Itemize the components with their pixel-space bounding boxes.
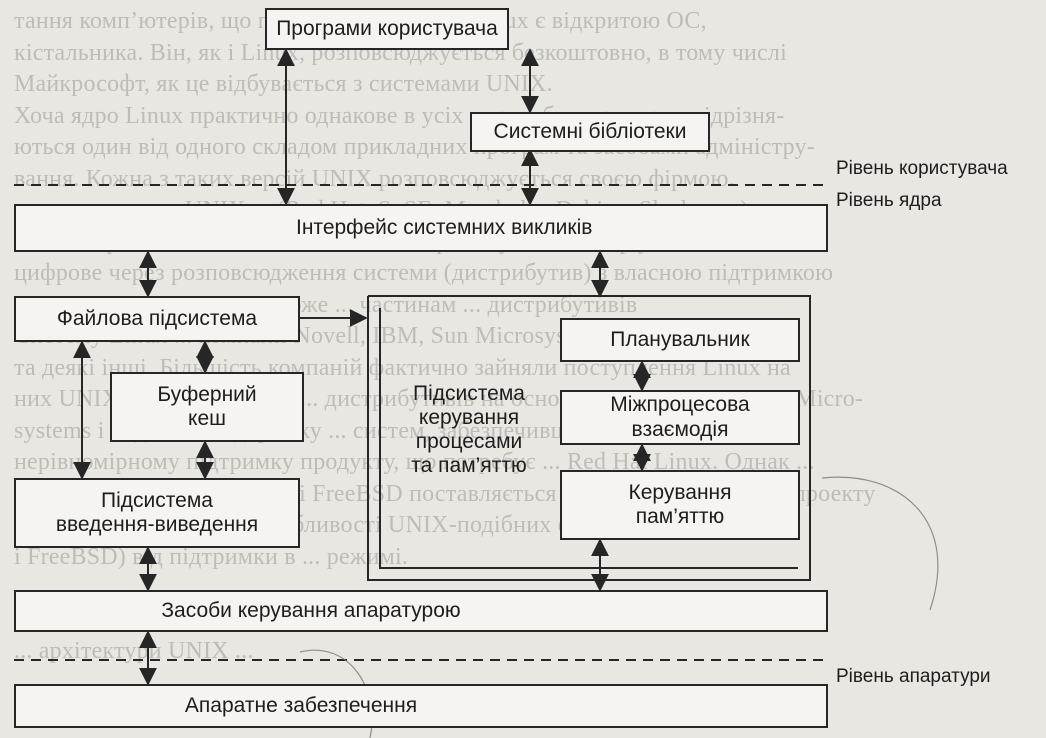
io-subsystem-label-2: введення-виведення	[55, 513, 259, 536]
memory-management-label-1: Керування	[628, 480, 732, 504]
level-user-label: Рівень користувача	[830, 158, 1046, 180]
process-memory-subsystem-label: Підсистема керування процесами та пам’ят…	[384, 382, 554, 479]
file-subsystem-box: Файлова підсистема	[14, 296, 300, 342]
level-hardware-label: Рівень апаратури	[830, 666, 1046, 688]
ipc-box: Міжпроцесова взаємодія	[560, 390, 800, 445]
process-memory-label-4: та пам’яттю	[411, 454, 527, 478]
process-memory-label-3: процесами	[415, 430, 523, 454]
system-libraries-label: Системні бібліотеки	[493, 119, 687, 143]
hardware-control-box: Засоби керування апаратурою	[14, 590, 828, 632]
io-subsystem-label-1: Підсистема	[101, 488, 213, 512]
syscall-interface-box: Інтерфейс системних викликів	[14, 204, 828, 252]
hardware-control-label: Засоби керування апаратурою	[161, 598, 461, 622]
ipc-label-1: Міжпроцесова	[610, 393, 750, 417]
scheduler-box: Планувальник	[560, 318, 800, 362]
process-subsystem-outline	[367, 295, 811, 581]
file-subsystem-label: Файлова підсистема	[56, 306, 258, 330]
buffer-cache-label-1: Буферний	[157, 382, 257, 406]
level-kernel-label: Рівень ядра	[830, 190, 1046, 212]
hardware-label: Апаратне забезпечення	[184, 693, 418, 717]
process-subsystem-inner-outline	[379, 308, 798, 569]
user-programs-box: Програми користувача	[265, 8, 509, 50]
syscall-interface-label: Інтерфейс системних викликів	[296, 215, 593, 239]
scheduler-label: Планувальник	[610, 327, 750, 351]
process-memory-label-1: Підсистема	[413, 382, 525, 405]
io-subsystem-box: Підсистема введення-виведення	[14, 478, 300, 548]
memory-management-label-2: пам’яттю	[635, 505, 725, 528]
ipc-label-2: взаємодія	[631, 417, 729, 441]
memory-management-box: Керування пам’яттю	[560, 470, 800, 540]
buffer-cache-box: Буферний кеш	[110, 372, 304, 442]
scan-curve-right	[821, 476, 939, 611]
background-text-line: вання. Кожна з таких версій UNIX розповс…	[14, 165, 735, 192]
system-libraries-box: Системні бібліотеки	[470, 112, 710, 152]
hardware-box: Апаратне забезпечення	[14, 684, 828, 728]
process-memory-label-2: керування	[418, 406, 520, 430]
user-programs-label: Програми користувача	[276, 16, 498, 40]
buffer-cache-label-2: кеш	[188, 407, 226, 430]
